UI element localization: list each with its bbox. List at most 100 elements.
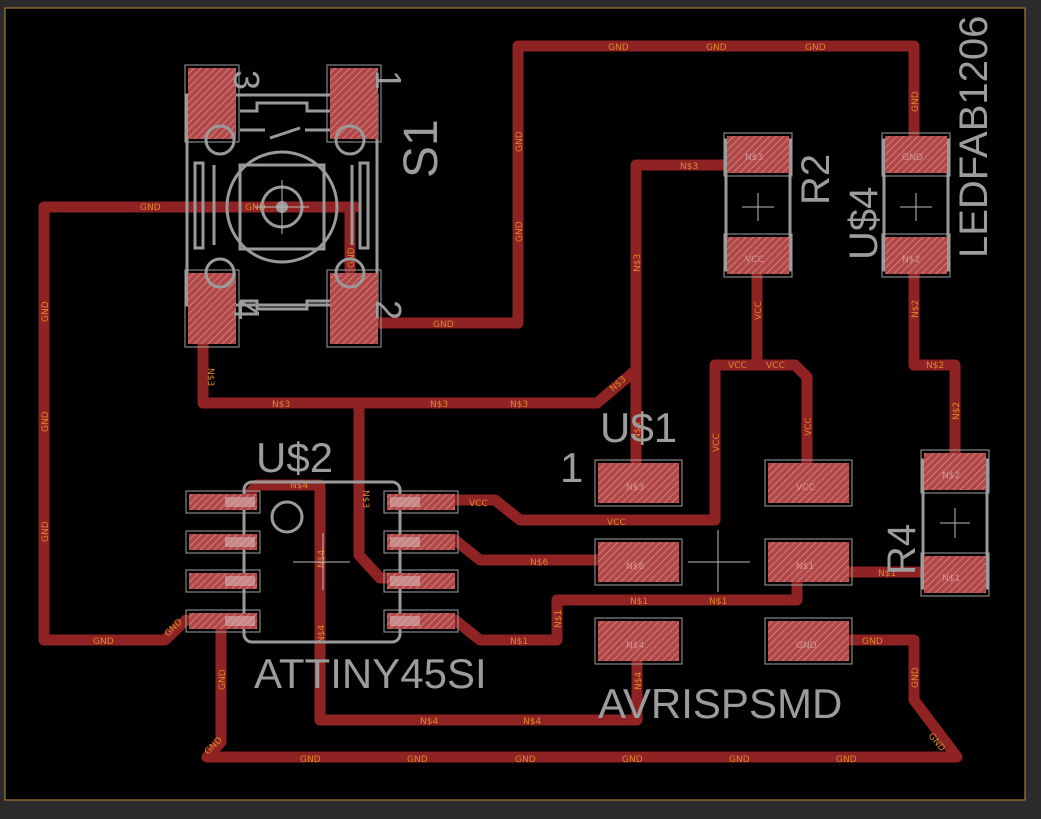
pad-net-label: N$3 <box>745 153 763 163</box>
u1-pad-outline <box>764 538 853 586</box>
net-label: N$4 <box>420 717 438 727</box>
trace-n4[interactable] <box>234 479 643 726</box>
pad-net-label: VCC <box>796 483 815 493</box>
net-label: VCC <box>754 301 764 320</box>
component-r2[interactable]: N$3 VCC R2 <box>723 132 838 278</box>
u4-pad-outline <box>881 132 951 177</box>
s1-actuator-square <box>238 163 326 251</box>
component-u1[interactable]: U$1 1 AVRISPSMD N$3 VCC N$6 N$1 N$4 GND <box>560 404 853 727</box>
r2-pad-1[interactable] <box>727 136 789 173</box>
trace-gnd-bottom[interactable] <box>201 619 963 763</box>
u4-refdes: U$4 <box>842 187 886 260</box>
trace-n2[interactable] <box>908 264 961 461</box>
u2-pad-highlight <box>225 497 255 507</box>
s1-pad-outline <box>184 64 240 143</box>
net-label: N$2 <box>926 361 944 371</box>
u2-pad-highlight <box>225 537 255 547</box>
net-label: GND <box>862 637 883 647</box>
u4-pad-2[interactable] <box>885 237 947 274</box>
u1-pad-outline <box>594 459 683 507</box>
u2-pad-highlight <box>225 616 255 626</box>
r2-pad-outline <box>723 132 793 177</box>
s1-pad-number: 1 <box>368 70 409 90</box>
component-u4[interactable]: GND N$2 U$4 LEDFAB1206 <box>842 16 996 278</box>
net-label: GND <box>515 131 525 152</box>
trace-gnd-left[interactable] <box>38 201 356 646</box>
u4-pad-outline <box>881 233 951 278</box>
r4-pad-1[interactable] <box>924 453 986 490</box>
u2-value: ATTINY45SI <box>254 650 487 697</box>
trace-gnd-top[interactable] <box>372 40 920 329</box>
s1-side-tab <box>358 161 370 250</box>
s1-pin-circle <box>334 124 366 156</box>
net-label: N$3 <box>360 490 370 508</box>
u1-pad-5[interactable] <box>598 621 679 661</box>
u1-pad-6[interactable] <box>768 621 849 661</box>
s1-pad-outline <box>184 269 240 348</box>
u4-value: LEDFAB1206 <box>952 16 996 258</box>
s1-pad-2[interactable] <box>330 273 378 344</box>
net-label: N$3 <box>633 422 643 440</box>
trace-n1[interactable] <box>449 572 803 646</box>
net-label: GND <box>515 221 525 242</box>
u1-refdes: U$1 <box>600 404 677 451</box>
net-label: VCC <box>712 433 722 452</box>
net-label: N$4 <box>317 550 327 568</box>
u1-pad-3[interactable] <box>598 542 679 582</box>
net-label: VCC <box>607 518 626 528</box>
net-label: N$1 <box>630 597 648 607</box>
net-label: N$1 <box>510 637 528 647</box>
trace-n3[interactable] <box>197 159 741 409</box>
component-s1[interactable]: 3 1 4 2 S1 <box>184 64 448 348</box>
r2-pad-2[interactable] <box>727 237 789 274</box>
net-label: N$1 <box>709 597 727 607</box>
net-label: GND <box>218 669 228 690</box>
u2-pad-outline <box>383 530 459 554</box>
net-label: GND <box>911 91 921 112</box>
s1-refdes: S1 <box>395 119 448 178</box>
net-label: GND <box>836 755 857 765</box>
net-label: GND <box>622 755 643 765</box>
pad-net-label: N$1 <box>796 562 814 572</box>
u2-pad-highlight <box>225 576 255 586</box>
u2-pin1-dot <box>270 500 304 534</box>
net-label: GND <box>245 203 266 213</box>
pad-net-label: GND <box>902 153 923 163</box>
u2-pad-outline <box>185 530 261 554</box>
pad-net-label: N$2 <box>942 471 960 481</box>
net-label: N$1 <box>554 610 564 628</box>
u2-pad-outline <box>185 609 261 633</box>
s1-actuator-ring <box>225 150 339 264</box>
r4-pad-2[interactable] <box>924 556 986 593</box>
u4-pad-1[interactable] <box>885 136 947 173</box>
u1-pad-4[interactable] <box>768 542 849 582</box>
net-label: GND <box>515 755 536 765</box>
net-label: N$3 <box>510 400 528 410</box>
s1-pad-number: 4 <box>226 300 267 320</box>
trace-vcc[interactable] <box>449 359 813 526</box>
r4-pad-outline <box>920 449 990 494</box>
s1-pad-outline <box>326 269 382 348</box>
component-u2[interactable]: U$2 ATTINY45SI <box>185 434 487 697</box>
u2-pad-highlight <box>390 537 420 547</box>
net-labels: GND GND GND GND GND GND GND GND GND GND … <box>41 43 962 765</box>
trace-n6[interactable] <box>449 534 608 566</box>
u1-pad-1[interactable] <box>598 463 679 503</box>
u1-pad-2[interactable] <box>768 463 849 503</box>
u2-pad-outline <box>383 490 459 514</box>
net-label: GND <box>706 43 727 53</box>
s1-bottom-notch <box>240 299 330 311</box>
u2-pad-outline <box>383 569 459 593</box>
net-label: N$3 <box>205 368 215 386</box>
net-label: N$2 <box>911 300 921 318</box>
net-label: GND <box>608 43 629 53</box>
component-r4[interactable]: N$2 N$1 R4 <box>880 449 990 597</box>
s1-side-tab <box>193 161 205 250</box>
u2-pad-highlight <box>390 616 420 626</box>
pad-net-label: N$2 <box>902 255 920 265</box>
u2-pad-outline <box>383 609 459 633</box>
net-label: N$4 <box>317 625 327 643</box>
net-label: N$3 <box>680 162 698 172</box>
r2-refdes: R2 <box>794 154 838 205</box>
